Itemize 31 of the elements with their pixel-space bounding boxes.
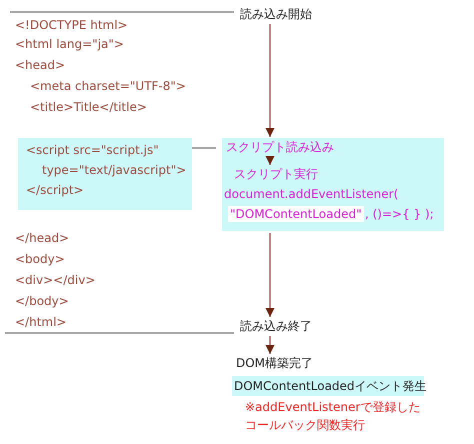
connector-line bbox=[192, 147, 216, 149]
code-line: <body> bbox=[15, 251, 65, 267]
code-line: </head> bbox=[15, 230, 70, 246]
code-line: <head> bbox=[15, 57, 66, 73]
code-block bbox=[18, 138, 192, 210]
code-line: </body> bbox=[15, 293, 69, 309]
step-label: DOM構築完了 bbox=[236, 355, 314, 371]
code-block bbox=[222, 138, 444, 231]
code-line: <html lang="ja"> bbox=[15, 36, 124, 52]
code-line: <div></div> bbox=[15, 272, 96, 288]
code-line: </html> bbox=[15, 314, 66, 330]
step-label: 読み込み終了 bbox=[240, 318, 312, 334]
code-line: <meta charset="UTF-8"> bbox=[30, 78, 186, 94]
step-label: スクリプト読み込み bbox=[226, 139, 334, 155]
arrow bbox=[266, 233, 274, 317]
arrow bbox=[266, 336, 274, 354]
step-label: スクリプト実行 bbox=[234, 166, 318, 182]
step-label: 読み込み開始 bbox=[240, 6, 312, 22]
box-text: DOMContentLoadedイベント発生 bbox=[234, 378, 427, 394]
code-line: document.addEventListener( bbox=[224, 186, 398, 202]
code-line: <script src="script.js" bbox=[26, 142, 159, 158]
arrow bbox=[266, 24, 274, 137]
code-line: </script> bbox=[26, 182, 84, 198]
code-line: <!DOCTYPE html> bbox=[15, 17, 128, 33]
connector-line bbox=[5, 332, 234, 334]
code-line: <title>Title</title> bbox=[30, 99, 147, 115]
code-line: , ()=>{ } ); bbox=[365, 206, 434, 222]
arrow bbox=[266, 156, 274, 165]
note-text: ※addEventListenerで登録したコールバック関数実行 bbox=[245, 399, 422, 434]
code-line: type="text/javascript"> bbox=[42, 162, 186, 178]
connector-line bbox=[10, 11, 234, 13]
